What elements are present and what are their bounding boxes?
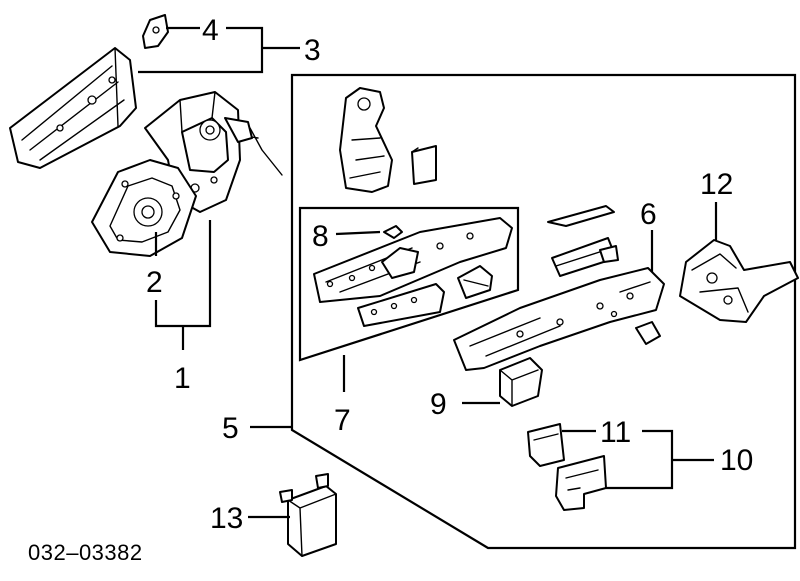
part-7-frame-pieces bbox=[313, 217, 513, 327]
subassembly-box-7 bbox=[298, 206, 520, 362]
callout-12: 12 bbox=[700, 168, 733, 201]
callout-11: 11 bbox=[600, 416, 631, 449]
part-12-bracket bbox=[679, 239, 799, 323]
callout-6: 6 bbox=[640, 198, 657, 231]
callout-1: 1 bbox=[174, 362, 191, 395]
leader-8 bbox=[335, 230, 381, 236]
part-4-bracket bbox=[142, 14, 169, 49]
part-3-upper-frame bbox=[9, 47, 137, 169]
part-11-bracket bbox=[527, 423, 565, 467]
part-upper-bracket bbox=[339, 87, 437, 193]
callout-7: 7 bbox=[334, 404, 351, 437]
leader-3-bracket bbox=[138, 26, 264, 74]
callout-9: 9 bbox=[430, 388, 447, 421]
callout-3: 3 bbox=[304, 34, 321, 67]
callout-13: 13 bbox=[210, 502, 243, 535]
callout-5: 5 bbox=[222, 412, 239, 445]
part-6-side-rail bbox=[453, 205, 665, 371]
callout-4: 4 bbox=[202, 14, 219, 47]
part-9-block bbox=[499, 357, 543, 407]
callout-10: 10 bbox=[720, 444, 753, 477]
drawing-code: 032–03382 bbox=[28, 540, 143, 565]
part-13-container bbox=[279, 473, 337, 557]
callout-2: 2 bbox=[146, 266, 163, 299]
part-8-small-bracket bbox=[383, 225, 403, 239]
part-2-damper-plate bbox=[91, 159, 197, 257]
assembly-outline-5 bbox=[290, 73, 797, 550]
part-10-bracket bbox=[555, 455, 607, 511]
part-1-damper-housing bbox=[144, 91, 283, 213]
callout-8: 8 bbox=[312, 220, 329, 253]
